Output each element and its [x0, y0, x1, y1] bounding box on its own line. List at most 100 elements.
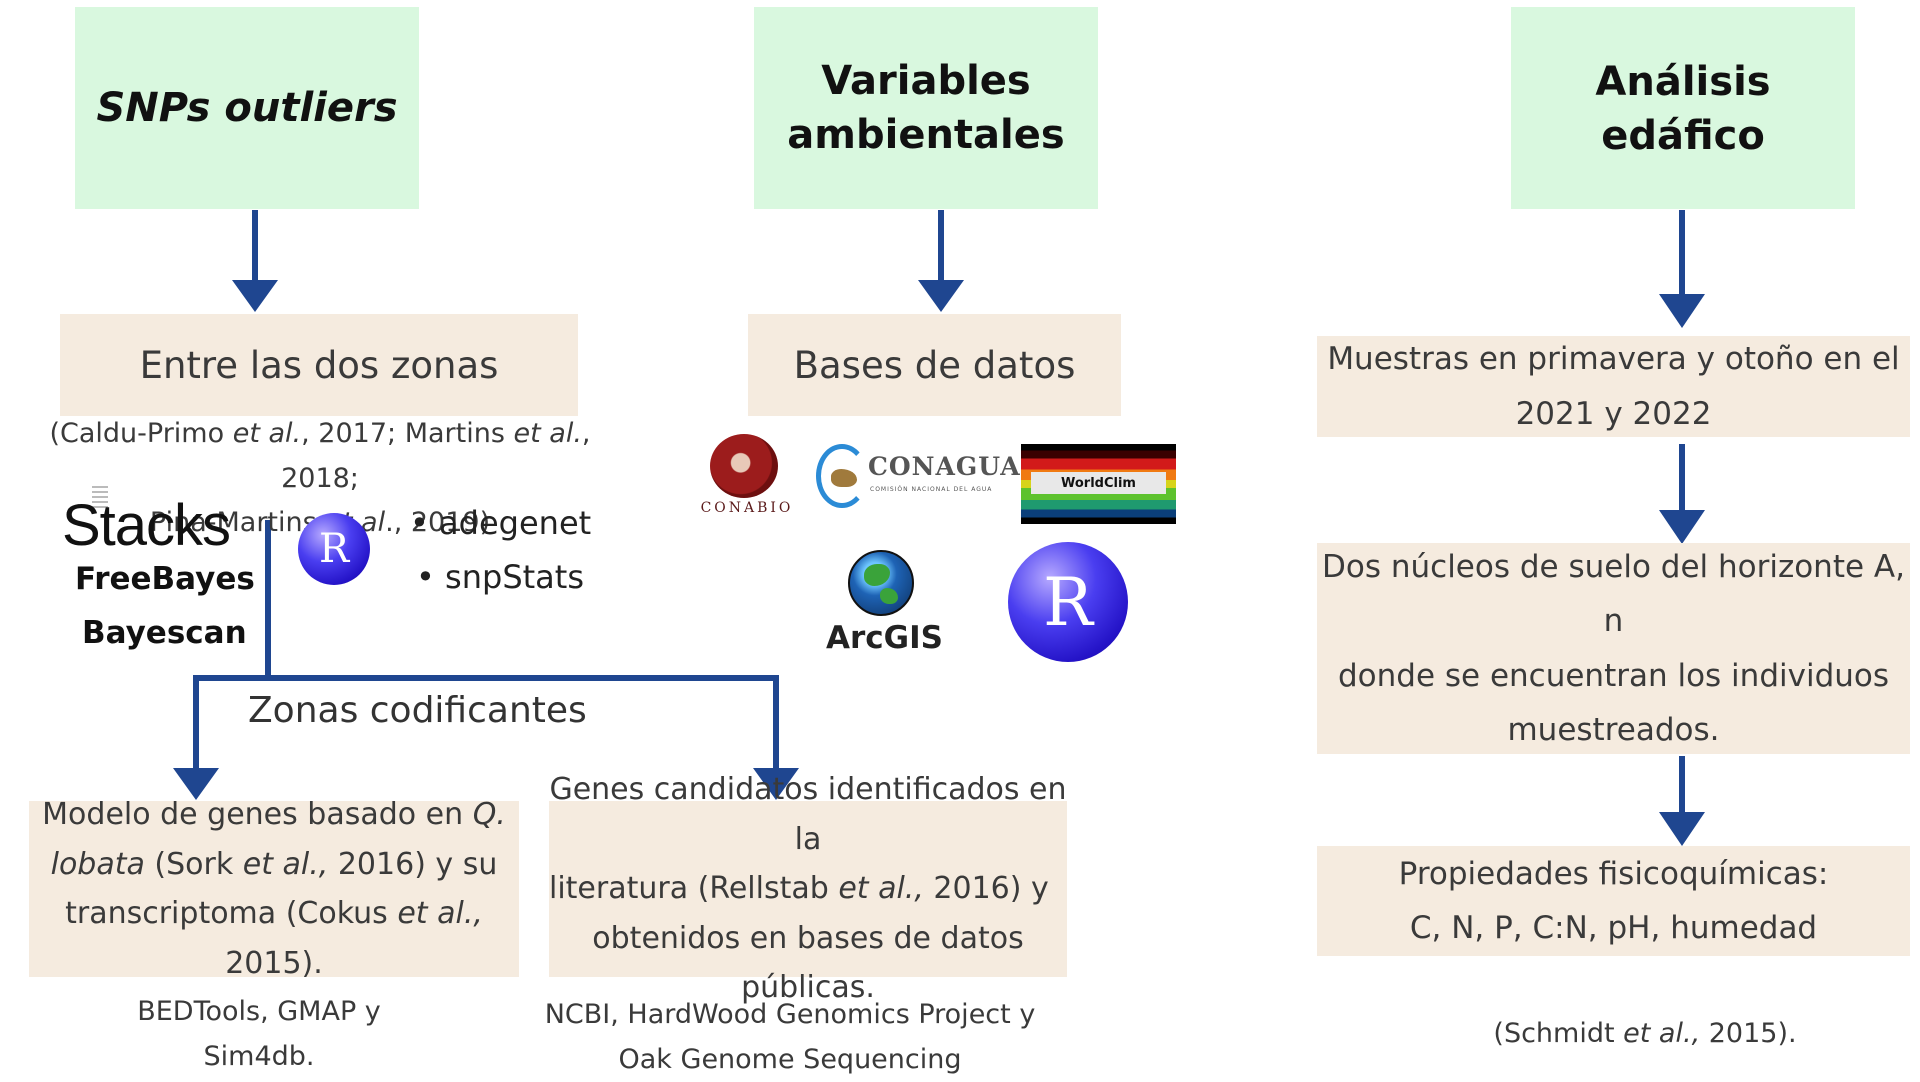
conagua-text: CONAGUA — [868, 452, 1021, 481]
conagua-subtext: COMISIÓN NACIONAL DEL AGUA — [870, 486, 993, 493]
ref-text: , 2018; — [281, 418, 591, 494]
modelo-line3: transcriptoma (Cokus et al., 2015). — [29, 889, 519, 988]
r-logo-large-letter: R — [1043, 563, 1093, 641]
arrowhead-env-1 — [918, 280, 964, 312]
left-tools-line1: BEDTools, GMAP y — [137, 996, 381, 1027]
arrowhead-snps-1 — [232, 280, 278, 312]
modelo-italic: et al., — [242, 846, 329, 882]
step-bases-datos-text: Bases de datos — [793, 343, 1076, 387]
candidatos-line2: literatura (Rellstab et al., 2016) y — [549, 864, 1049, 914]
step-bases-datos: Bases de datos — [748, 314, 1121, 416]
box-modelo-genes: Modelo de genes basado en Q. lobata (Sor… — [29, 797, 519, 981]
left-tools-line2: Sim4db. — [203, 1040, 315, 1072]
step-propiedades: Propiedades fisicoquímicas: C, N, P, C:N… — [1317, 846, 1910, 956]
box-genes-candidatos: Genes candidatos identificados en la lit… — [549, 772, 1067, 1005]
step-muestras: Muestras en primavera y otoño en el 2021… — [1317, 336, 1910, 437]
modelo-text: Modelo de genes basado en — [42, 797, 473, 832]
branch-label-text: Zonas codificantes — [248, 690, 587, 731]
modelo-italic: lobata — [50, 846, 145, 882]
muestras-line1: Muestras en primavera y otoño en el — [1327, 341, 1900, 378]
candidatos-text: 2016) y — [923, 871, 1049, 907]
arrowhead-branch-left — [173, 768, 219, 800]
nucleos-line3: muestreados. — [1507, 711, 1720, 748]
r-packages: • adegenet • snpStats — [410, 496, 591, 605]
nucleos-line1: Dos núcleos de suelo del horizonte A, n — [1322, 549, 1905, 640]
header-analisis-edafico: Análisis edáfico — [1511, 7, 1855, 209]
soil-ref-etal: et al., — [1623, 1018, 1701, 1049]
modelo-text: 2016) y su — [328, 846, 498, 882]
arrowhead-soil-3 — [1659, 812, 1705, 846]
arcgis-logo: ArcGIS — [818, 550, 948, 660]
worldclim-label: WorldClim — [1031, 472, 1166, 494]
worldclim-logo: WorldClim — [1021, 444, 1176, 524]
bayescan-label: Bayescan — [82, 615, 247, 651]
package-adegenet: • adegenet — [410, 504, 592, 542]
candidatos-line3: obtenidos en bases de datos públicas. — [592, 920, 1024, 1006]
candidatos-italic: et al., — [838, 871, 924, 907]
package-snpstats: • snpStats — [416, 558, 584, 597]
modelo-italic: et al., — [397, 896, 483, 931]
r-logo-letter: R — [318, 526, 350, 572]
snps-references: (Caldu-Primo et al., 2017; Martins et al… — [30, 412, 610, 546]
header-snps-outliers: SNPs outliers — [75, 7, 419, 209]
r-logo-small: R — [298, 513, 370, 585]
snps-ref-line1: (Caldu-Primo et al., 2017; Martins et al… — [30, 412, 610, 501]
stacks-text: Stacks — [62, 493, 231, 558]
branch-label-zonas: Zonas codificantes — [248, 690, 587, 731]
freebayes-label: FreeBayes — [75, 561, 255, 597]
ref-text: , 2017; Martins — [301, 418, 514, 449]
right-tools-line2: Oak Genome Sequencing — [618, 1043, 962, 1075]
propiedades-line1: Propiedades fisicoquímicas: — [1398, 855, 1829, 892]
arcgis-land-shape — [880, 588, 898, 604]
header-variables-ambientales: Variables ambientales — [754, 7, 1098, 209]
ref-etal: et al. — [232, 418, 302, 449]
conagua-logo: CONAGUA COMISIÓN NACIONAL DEL AGUA — [816, 442, 1020, 512]
modelo-line2: lobata (Sork et al., 2016) y su — [51, 840, 498, 890]
step-entre-zonas: Entre las dos zonas — [60, 314, 578, 416]
header-env-line1: Variables — [821, 58, 1031, 104]
modelo-text: 2015). — [225, 945, 323, 981]
arrowhead-branch-right — [753, 768, 799, 800]
soil-reference: (Schmidt et al., 2015). — [1420, 1012, 1870, 1057]
r-logo-large: R — [1008, 542, 1128, 662]
ref-etal: et al. — [513, 418, 582, 449]
snps-ref-line2: Pina-Martins et al., 2019) — [30, 501, 610, 546]
ref-text: ., 2019) — [385, 507, 491, 539]
stacks-logo: Stacks — [62, 486, 242, 558]
step-nucleos: Dos núcleos de suelo del horizonte A, n … — [1317, 543, 1910, 754]
candidatos-line1: Genes candidatos identificados en la — [549, 772, 1067, 857]
conabio-text: CONABIO — [700, 500, 794, 516]
bayescan-text: Bayescan — [82, 615, 247, 651]
worldclim-text: WorldClim — [1061, 475, 1136, 491]
right-tools-line1: NCBI, HardWood Genomics Project y — [544, 999, 1036, 1030]
arrowhead-soil-1 — [1659, 294, 1705, 328]
conagua-beaver-shape — [831, 469, 857, 487]
conabio-emblem-icon — [710, 434, 778, 498]
ref-text: (Caldu-Primo — [49, 418, 233, 449]
arcgis-globe-icon — [848, 550, 914, 616]
soil-ref-text: (Schmidt — [1493, 1018, 1624, 1049]
modelo-italic: Q. — [472, 797, 506, 832]
conagua-emblem-icon — [816, 444, 868, 508]
ref-text: Pina-Martins — [149, 507, 326, 539]
right-tools-text: NCBI, HardWood Genomics Project y Oak Ge… — [530, 993, 1050, 1082]
stacks-mini-icon — [92, 486, 108, 510]
arcgis-text: ArcGIS — [826, 620, 943, 656]
propiedades-line2: C, N, P, C:N, pH, humedad — [1409, 910, 1818, 946]
conabio-logo: CONABIO — [692, 434, 802, 520]
modelo-line1: Modelo de genes basado en Q. — [42, 790, 506, 840]
candidatos-text: literatura (Rellstab — [549, 871, 839, 907]
freebayes-text: FreeBayes — [75, 561, 255, 597]
step-entre-zonas-text: Entre las dos zonas — [139, 343, 499, 387]
header-soil-text: Análisis edáfico — [1595, 59, 1771, 159]
arrowhead-soil-2 — [1659, 510, 1705, 544]
arcgis-land-shape — [864, 564, 890, 586]
soil-ref-text: 2015). — [1700, 1018, 1797, 1049]
header-snps-text: SNPs outliers — [96, 85, 398, 131]
modelo-text: (Sork — [144, 846, 243, 882]
nucleos-line2: donde se encuentran los individuos — [1337, 657, 1890, 694]
muestras-line2: 2021 y 2022 — [1515, 395, 1712, 432]
header-env-line2: ambientales — [787, 112, 1065, 158]
modelo-text: transcriptoma (Cokus — [65, 896, 398, 931]
